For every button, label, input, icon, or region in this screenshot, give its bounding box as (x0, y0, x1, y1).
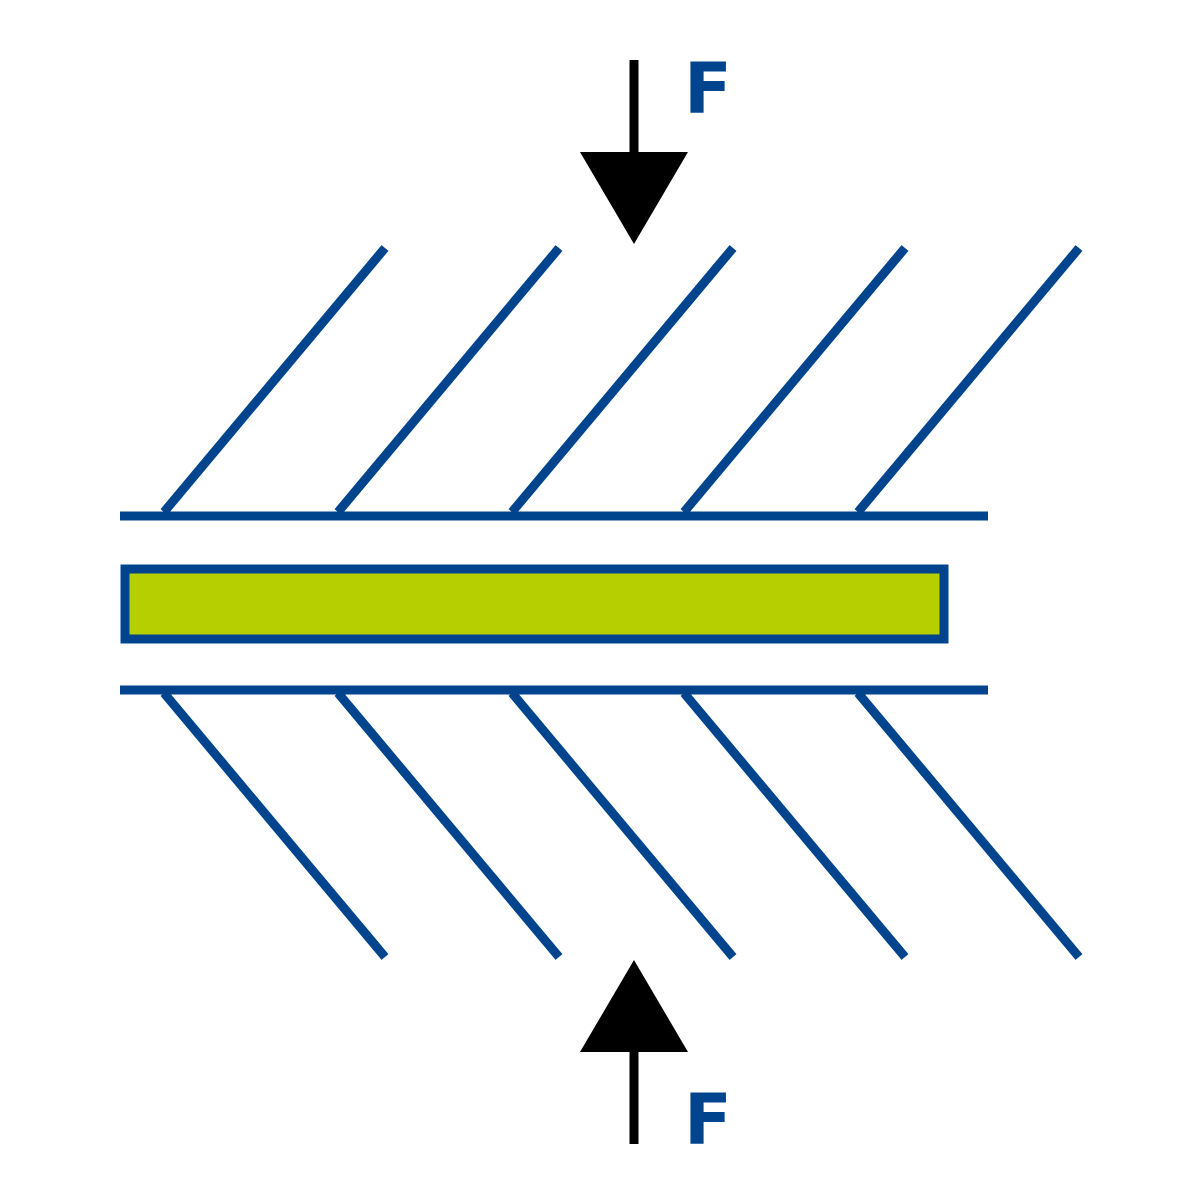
bottom-hatch-line (160, 690, 389, 960)
bottom-hatch-line (508, 690, 737, 960)
top-plate (120, 245, 1083, 521)
top-hatch-line (680, 245, 909, 515)
bottom-plate (120, 685, 1083, 960)
top-hatch-line (334, 245, 563, 515)
top-hatch-line (160, 245, 389, 515)
top-force-label: F (684, 48, 732, 130)
bottom-arrowhead (580, 960, 688, 1052)
specimen-bar (120, 564, 949, 644)
bottom-hatch-line (680, 690, 909, 960)
bottom-hatch-line (854, 690, 1083, 960)
bottom-force-arrow (580, 960, 688, 1144)
bottom-hatch-line (334, 690, 563, 960)
top-hatch-line (508, 245, 737, 515)
top-force-arrow (580, 60, 688, 244)
top-arrowhead (580, 152, 688, 244)
top-hatch-line (854, 245, 1083, 515)
bottom-force-label: F (684, 1079, 732, 1161)
